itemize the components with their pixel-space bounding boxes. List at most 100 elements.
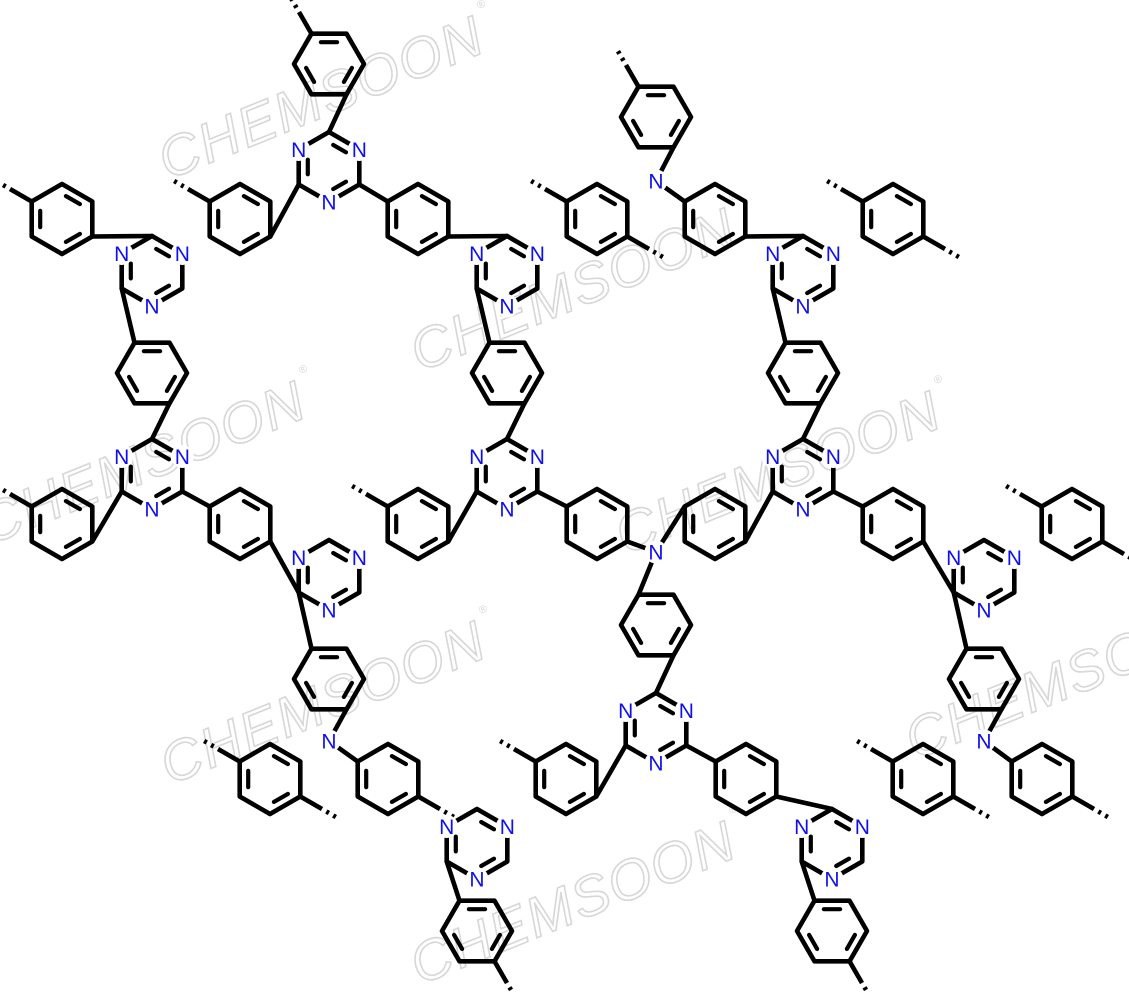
triazine-double-bond [509,246,527,259]
continuation-dashed-bond [346,481,370,498]
terminal-bond [871,748,896,764]
bond-to-node [799,859,817,904]
nitrogen-atom-label: N [114,243,129,266]
nitrogen-atom-label: N [826,446,841,469]
watermark-text: CHEMSOON [151,608,495,796]
triazine-double-bond [331,142,349,155]
watermark-text: CHEMSOON [0,368,315,556]
atom-label-background [525,445,549,468]
nitrogen-atom-label: N [648,171,663,194]
bond-to-node [180,489,212,509]
watermark-text: CHEMSOON [896,583,1129,771]
triazine-double-bond [479,819,497,832]
aromatic-double-bond [747,753,767,767]
nitrogen-atom-label: N [765,446,780,469]
aromatic-double-bond [63,194,83,207]
continuation-dashed-bond [1000,481,1024,498]
terminal-bond [1020,493,1044,509]
watermark-registered-mark: ® [932,373,944,387]
bond-to-node [445,233,510,239]
terminal-bond [847,958,863,983]
aromatic-double-bond [924,753,944,767]
atom-label-background [140,294,164,318]
triazine-double-bond [509,283,527,296]
atom-label-background [761,242,785,265]
aromatic-double-bond [389,753,408,767]
nitrogen-atom-label: N [439,816,454,839]
bond-to-node [773,794,835,812]
nitrogen-atom-label: N [499,499,514,522]
aromatic-double-bond [271,753,290,767]
aromatic-double-bond [1043,791,1063,805]
atom-label-background [140,497,164,521]
continuation-dashed-bond [289,0,303,16]
nitrogen-atom-label: N [499,296,514,319]
nitrogen-atom-label: N [679,700,694,723]
aromatic-double-bond [598,194,618,207]
atom-label-background [495,497,519,521]
nitrogen-atom-label: N [291,139,306,162]
aromatic-double-bond [716,194,736,207]
triazine-double-bond [834,856,852,869]
bond-to-node [742,233,806,239]
bond-to-node [267,182,302,239]
atom-label-background [317,190,341,214]
aromatic-double-bond [304,65,317,85]
atom-label-background [644,169,668,193]
nitrogen-atom-label: N [144,296,159,319]
aromatic-double-bond [419,499,438,512]
aromatic-double-bond [419,536,438,550]
bond-to-node [296,590,314,652]
aromatic-double-bond [341,680,354,700]
atom-label-background [170,445,194,468]
triazine-double-bond [331,550,349,563]
atom-label-background [170,242,194,265]
aromatic-double-bond [63,499,83,512]
bond-to-node [445,489,480,544]
nitrogen-atom-label: N [144,499,159,522]
bond-to-node [90,233,155,239]
atom-label-background [644,540,668,564]
triazine-double-bond [154,246,172,259]
watermark-text: CHEMSOON [606,378,950,566]
continuation-dashed-bond [613,45,630,69]
nitrogen-atom-label: N [114,446,129,469]
bond-to-node [474,286,492,346]
continuation-dashed-bond [1090,805,1114,822]
bond-to-node [119,286,137,346]
atom-label-background [287,546,311,569]
aromatic-double-bond [241,499,260,512]
aromatic-double-bond [241,194,260,207]
triazine-double-bond [658,740,676,753]
aromatic-double-bond [567,791,587,805]
bond-to-node [356,182,391,204]
nitrogen-atom-label: N [175,243,190,266]
nitrogen-atom-label: N [765,243,780,266]
nitrogen-atom-label: N [976,731,991,754]
triazine-double-bond [805,486,823,499]
continuation-dashed-bond [858,979,871,993]
atom-label-background [495,294,519,318]
aromatic-double-bond [241,536,260,550]
aromatic-double-bond [389,791,408,805]
atom-label-background [821,445,845,468]
atom-label-background [850,815,874,838]
nitrogen-atom-label: N [352,547,367,570]
terminal-bond [920,234,945,250]
atom-label-background [614,699,638,722]
aromatic-double-bond [630,626,644,646]
aromatic-double-bond [894,536,914,550]
triazine-double-bond [331,179,349,192]
triazine-double-bond [805,449,823,462]
atom-label-background [791,294,815,318]
aromatic-double-bond [894,194,914,207]
bond-to-node [830,489,866,509]
bond-to-node [800,400,823,442]
bond-to-node [920,539,957,595]
triazine-double-bond [805,283,823,296]
atom-label-background [110,445,134,468]
aromatic-double-bond [241,231,260,244]
aromatic-double-bond [452,932,465,952]
atom-label-background [287,138,311,161]
atom-label-background [347,546,371,569]
